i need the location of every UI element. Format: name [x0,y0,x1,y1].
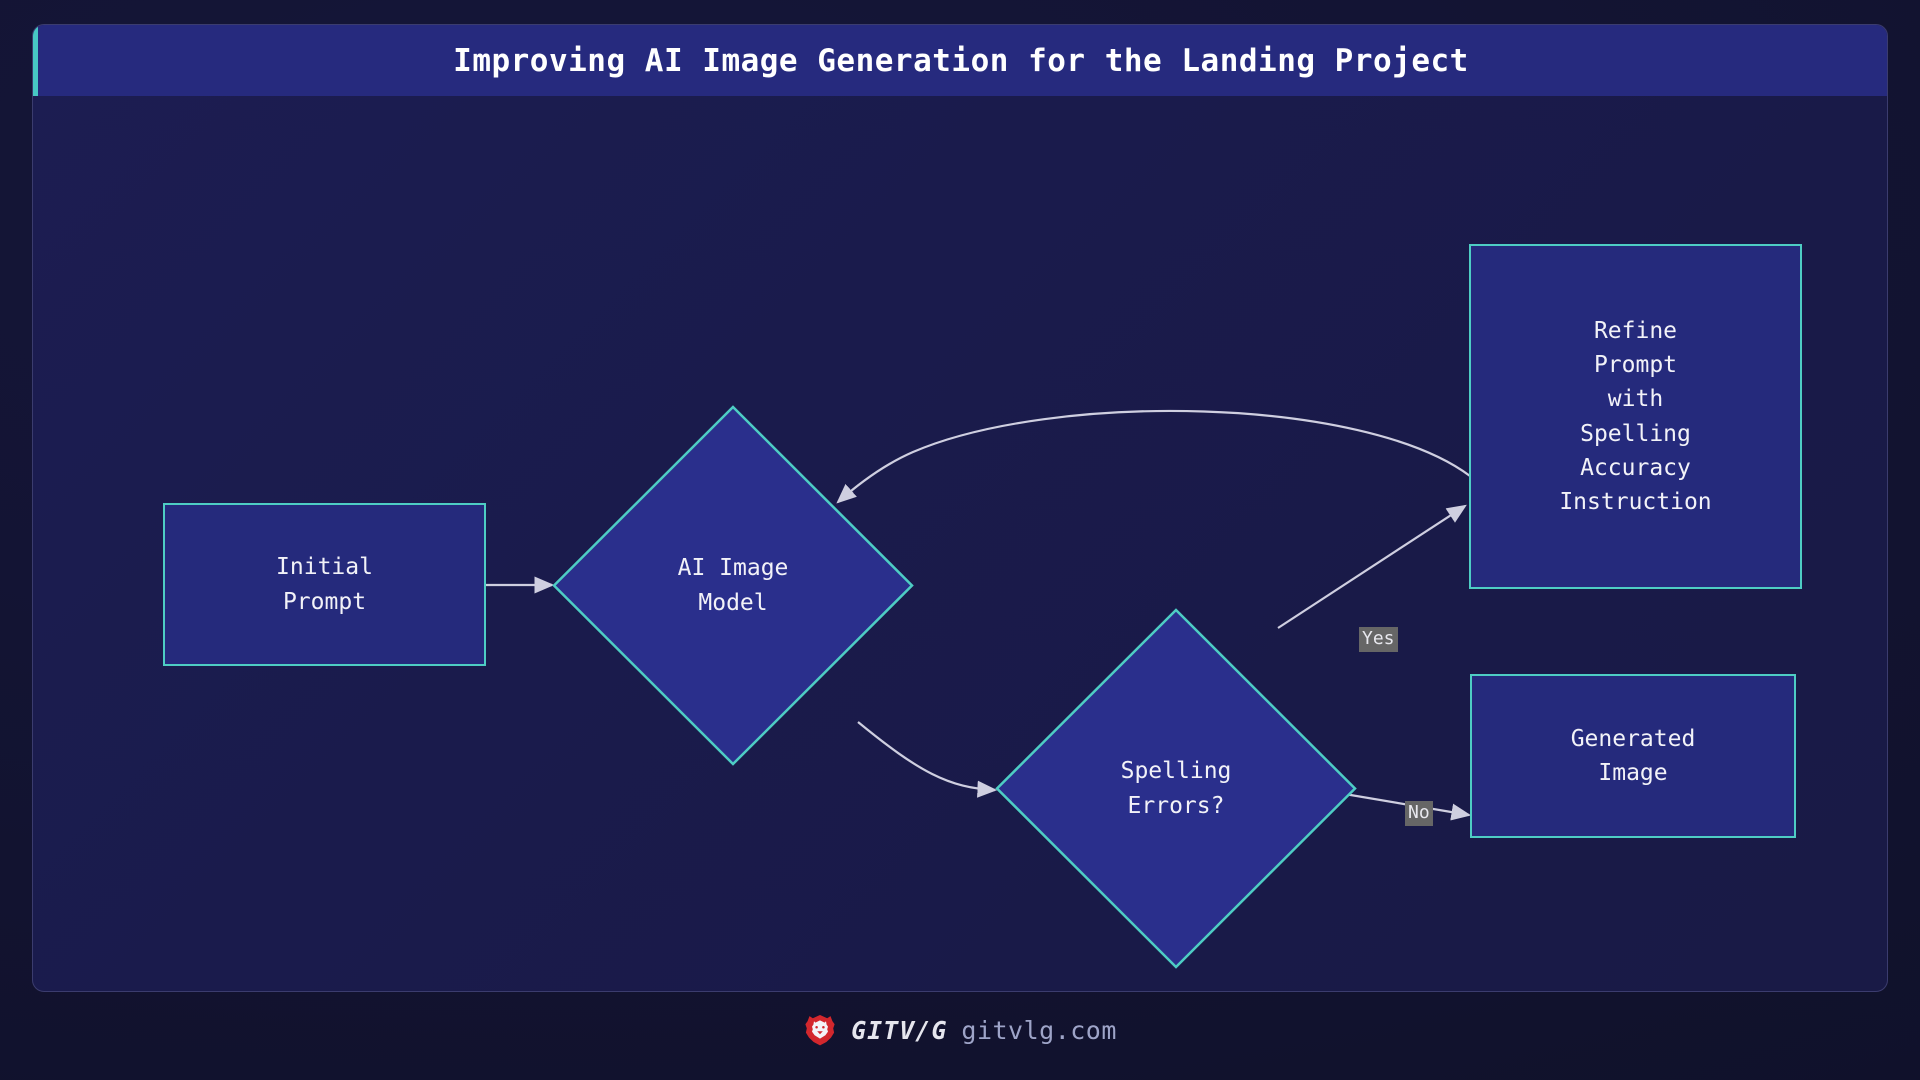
footer-url: gitvlg.com [961,1015,1117,1045]
node-generated-image[interactable]: Generated Image [1470,674,1796,838]
node-ai-image-model-shape [552,405,914,766]
diagram-card: Improving AI Image Generation for the La… [32,24,1888,992]
edge-model-to-spelling [857,721,998,798]
node-generated-image-label: Generated Image [1570,725,1696,786]
edge-refine-to-model [836,409,1471,504]
node-refine-prompt-label: Refine Prompt with Spelling Accuracy Ins… [1559,318,1712,515]
footer-brand: GITV/G [851,1015,948,1045]
flowchart-canvas: Initial Prompt AI Image Model Spelling E… [33,96,1887,991]
edge-spelling-yes-to-refine [1277,504,1467,629]
node-ai-image-model[interactable]: AI Image Model [552,405,914,766]
diagram-header: Improving AI Image Generation for the La… [33,25,1887,96]
node-initial-prompt-label: Initial Prompt [276,554,373,615]
node-initial-prompt[interactable]: Initial Prompt [163,503,486,666]
header-accent-bar [33,25,38,96]
node-spelling-errors-shape [995,608,1357,969]
page-title: Improving AI Image Generation for the La… [453,42,1469,79]
node-spelling-errors[interactable]: Spelling Errors? [995,608,1357,969]
lion-head-icon [805,1015,835,1046]
footer: GITV/G gitvlg.com [0,1002,1920,1058]
edge-label-no: No [1405,801,1433,826]
edge-label-yes: Yes [1359,627,1398,652]
node-refine-prompt[interactable]: Refine Prompt with Spelling Accuracy Ins… [1469,244,1802,589]
